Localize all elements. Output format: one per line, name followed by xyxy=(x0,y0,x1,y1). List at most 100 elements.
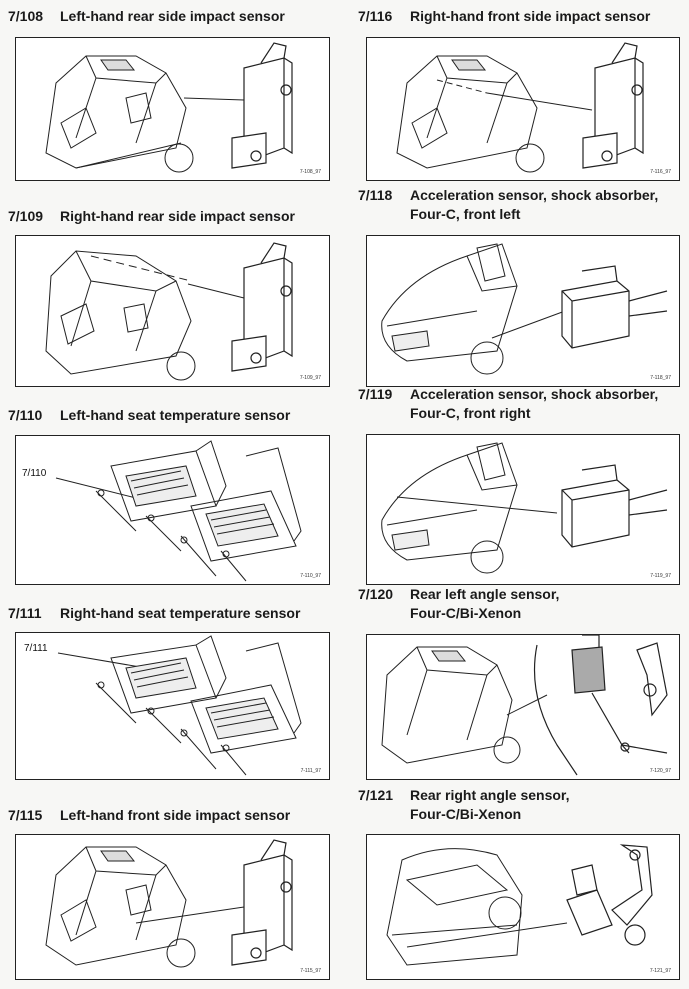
section-heading-7-119: 7/119 Acceleration sensor, shock absorbe… xyxy=(358,385,658,421)
impact-sensor-illustration xyxy=(232,840,292,965)
section-title: Rear left angle sensor, xyxy=(410,586,560,602)
seat-left-illustration xyxy=(111,636,226,713)
section-title-line-2: Four-C/Bi-Xenon xyxy=(410,806,522,822)
angle-sensor-illustration xyxy=(567,845,652,945)
car-cabin-illustration xyxy=(46,56,193,172)
figure-code: 7-110_97 xyxy=(300,573,321,579)
section-title-line-2: Four-C/Bi-Xenon xyxy=(410,605,522,621)
section-heading-7-121: 7/121 Rear right angle sensor, Four-C/Bi… xyxy=(358,786,570,822)
section-heading-7-116: 7/116 Right-hand front side impact senso… xyxy=(358,7,650,26)
callout-line xyxy=(136,907,244,923)
section-number: 7/115 xyxy=(8,807,43,823)
car-interior-side-impact-sensor-diagram xyxy=(16,38,330,181)
section-number: 7/108 xyxy=(8,8,44,24)
callout-line xyxy=(507,695,547,715)
acceleration-sensor-illustration xyxy=(562,266,667,348)
diagram-panel-7-119: 7-119_97 xyxy=(366,434,680,585)
seat-left-illustration xyxy=(111,441,226,521)
diagram-panel-7-115: 7-115_97 xyxy=(15,834,330,980)
section-title: Rear right angle sensor, xyxy=(410,787,570,803)
section-heading-7-108: 7/108 Left-hand rear side impact sensor xyxy=(8,7,285,26)
callout-line xyxy=(56,478,136,498)
section-title: Left-hand seat temperature sensor xyxy=(60,407,291,423)
diagram-panel-7-120: 7-120_97 xyxy=(366,634,680,780)
car-interior-side-impact-sensor-diagram xyxy=(16,236,330,387)
car-front-illustration xyxy=(382,244,517,374)
callout-label: 7/111 xyxy=(24,643,48,654)
section-number: 7/116 xyxy=(358,8,393,24)
section-number: 7/119 xyxy=(358,386,393,402)
diagram-panel-7-116: 7-116_97 xyxy=(366,37,680,181)
section-title: Acceleration sensor, shock absorber, xyxy=(410,386,659,402)
figure-code: 7-109_97 xyxy=(299,375,321,381)
diagram-panel-7-110: 7/110 7-110_97 xyxy=(15,435,330,585)
section-title: Left-hand front side impact sensor xyxy=(60,807,291,823)
section-heading-7-118: 7/118 Acceleration sensor, shock absorbe… xyxy=(358,186,658,222)
dashed-callout-line xyxy=(437,80,487,93)
diagram-panel-7-111: 7/111 7-111_97 xyxy=(15,632,330,780)
impact-sensor-illustration xyxy=(232,43,292,168)
seat-right-illustration xyxy=(191,448,301,561)
figure-code: 7-118_97 xyxy=(650,375,671,381)
diagram-panel-7-109: 7-109_97 xyxy=(15,235,330,387)
section-number: 7/118 xyxy=(358,187,393,203)
section-number: 7/121 xyxy=(358,787,394,803)
car-cabin-illustration xyxy=(46,847,195,967)
figure-code: 7-108_97 xyxy=(299,169,321,175)
section-title: Right-hand rear side impact sensor xyxy=(60,208,295,224)
figure-code: 7-116_97 xyxy=(650,169,671,175)
car-cabin-illustration xyxy=(382,647,520,763)
figure-code: 7-121_97 xyxy=(649,968,671,974)
callout-label: 7/110 xyxy=(22,468,47,479)
seat-rails xyxy=(96,682,246,775)
car-interior-side-impact-sensor-diagram xyxy=(16,835,330,980)
section-title: Acceleration sensor, shock absorber, xyxy=(410,187,659,203)
car-rear-angle-sensor-diagram xyxy=(367,635,680,780)
car-front-illustration xyxy=(382,443,517,573)
car-cabin-illustration xyxy=(46,251,195,380)
callout-line xyxy=(184,98,244,100)
section-heading-7-120: 7/120 Rear left angle sensor, Four-C/Bi-… xyxy=(358,585,559,621)
section-title: Right-hand front side impact sensor xyxy=(410,8,651,24)
impact-sensor-illustration xyxy=(232,243,292,371)
figure-code: 7-115_97 xyxy=(300,968,321,974)
diagram-panel-7-121: 7-121_97 xyxy=(366,834,680,980)
callout-line xyxy=(58,653,146,668)
car-interior-side-impact-sensor-diagram xyxy=(367,38,680,181)
section-heading-7-110: 7/110 Left-hand seat temperature sensor xyxy=(8,406,290,425)
callout-line xyxy=(487,93,592,110)
section-title: Left-hand rear side impact sensor xyxy=(60,8,285,24)
section-title: Right-hand seat temperature sensor xyxy=(60,605,301,621)
seat-right-illustration xyxy=(191,643,301,753)
callout-line xyxy=(397,497,557,513)
heated-seats-diagram xyxy=(16,436,330,585)
figure-code: 7-119_97 xyxy=(650,573,671,579)
diagram-panel-7-108: 7-108_97 xyxy=(15,37,330,181)
car-cabin-illustration xyxy=(397,56,544,172)
car-rear-illustration xyxy=(387,849,522,965)
diagram-panel-7-118: 7-118_97 xyxy=(366,235,680,387)
car-front-acceleration-sensor-diagram xyxy=(367,435,680,585)
callout-line xyxy=(188,284,244,298)
section-number: 7/110 xyxy=(8,407,43,423)
section-number: 7/111 xyxy=(8,605,42,621)
section-number: 7/109 xyxy=(8,208,44,224)
callout-line xyxy=(492,311,565,338)
section-heading-7-115: 7/115 Left-hand front side impact sensor xyxy=(8,806,290,825)
car-rear-angle-sensor-diagram xyxy=(367,835,680,980)
angle-sensor-illustration xyxy=(535,635,668,775)
section-heading-7-109: 7/109 Right-hand rear side impact sensor xyxy=(8,207,295,226)
figure-code: 7-111_97 xyxy=(300,768,321,774)
acceleration-sensor-illustration xyxy=(562,465,667,547)
section-title-line-2: Four-C, front right xyxy=(410,405,531,421)
section-title-line-2: Four-C, front left xyxy=(410,206,521,222)
dashed-callout-line xyxy=(91,256,191,281)
impact-sensor-illustration xyxy=(583,43,643,168)
seat-rails xyxy=(96,490,246,581)
figure-code: 7-120_97 xyxy=(649,768,671,774)
callout-line xyxy=(407,923,567,947)
car-front-acceleration-sensor-diagram xyxy=(367,236,680,387)
heated-seats-diagram xyxy=(16,633,330,780)
section-heading-7-111: 7/111 Right-hand seat temperature sensor xyxy=(8,604,300,623)
section-number: 7/120 xyxy=(358,586,394,602)
